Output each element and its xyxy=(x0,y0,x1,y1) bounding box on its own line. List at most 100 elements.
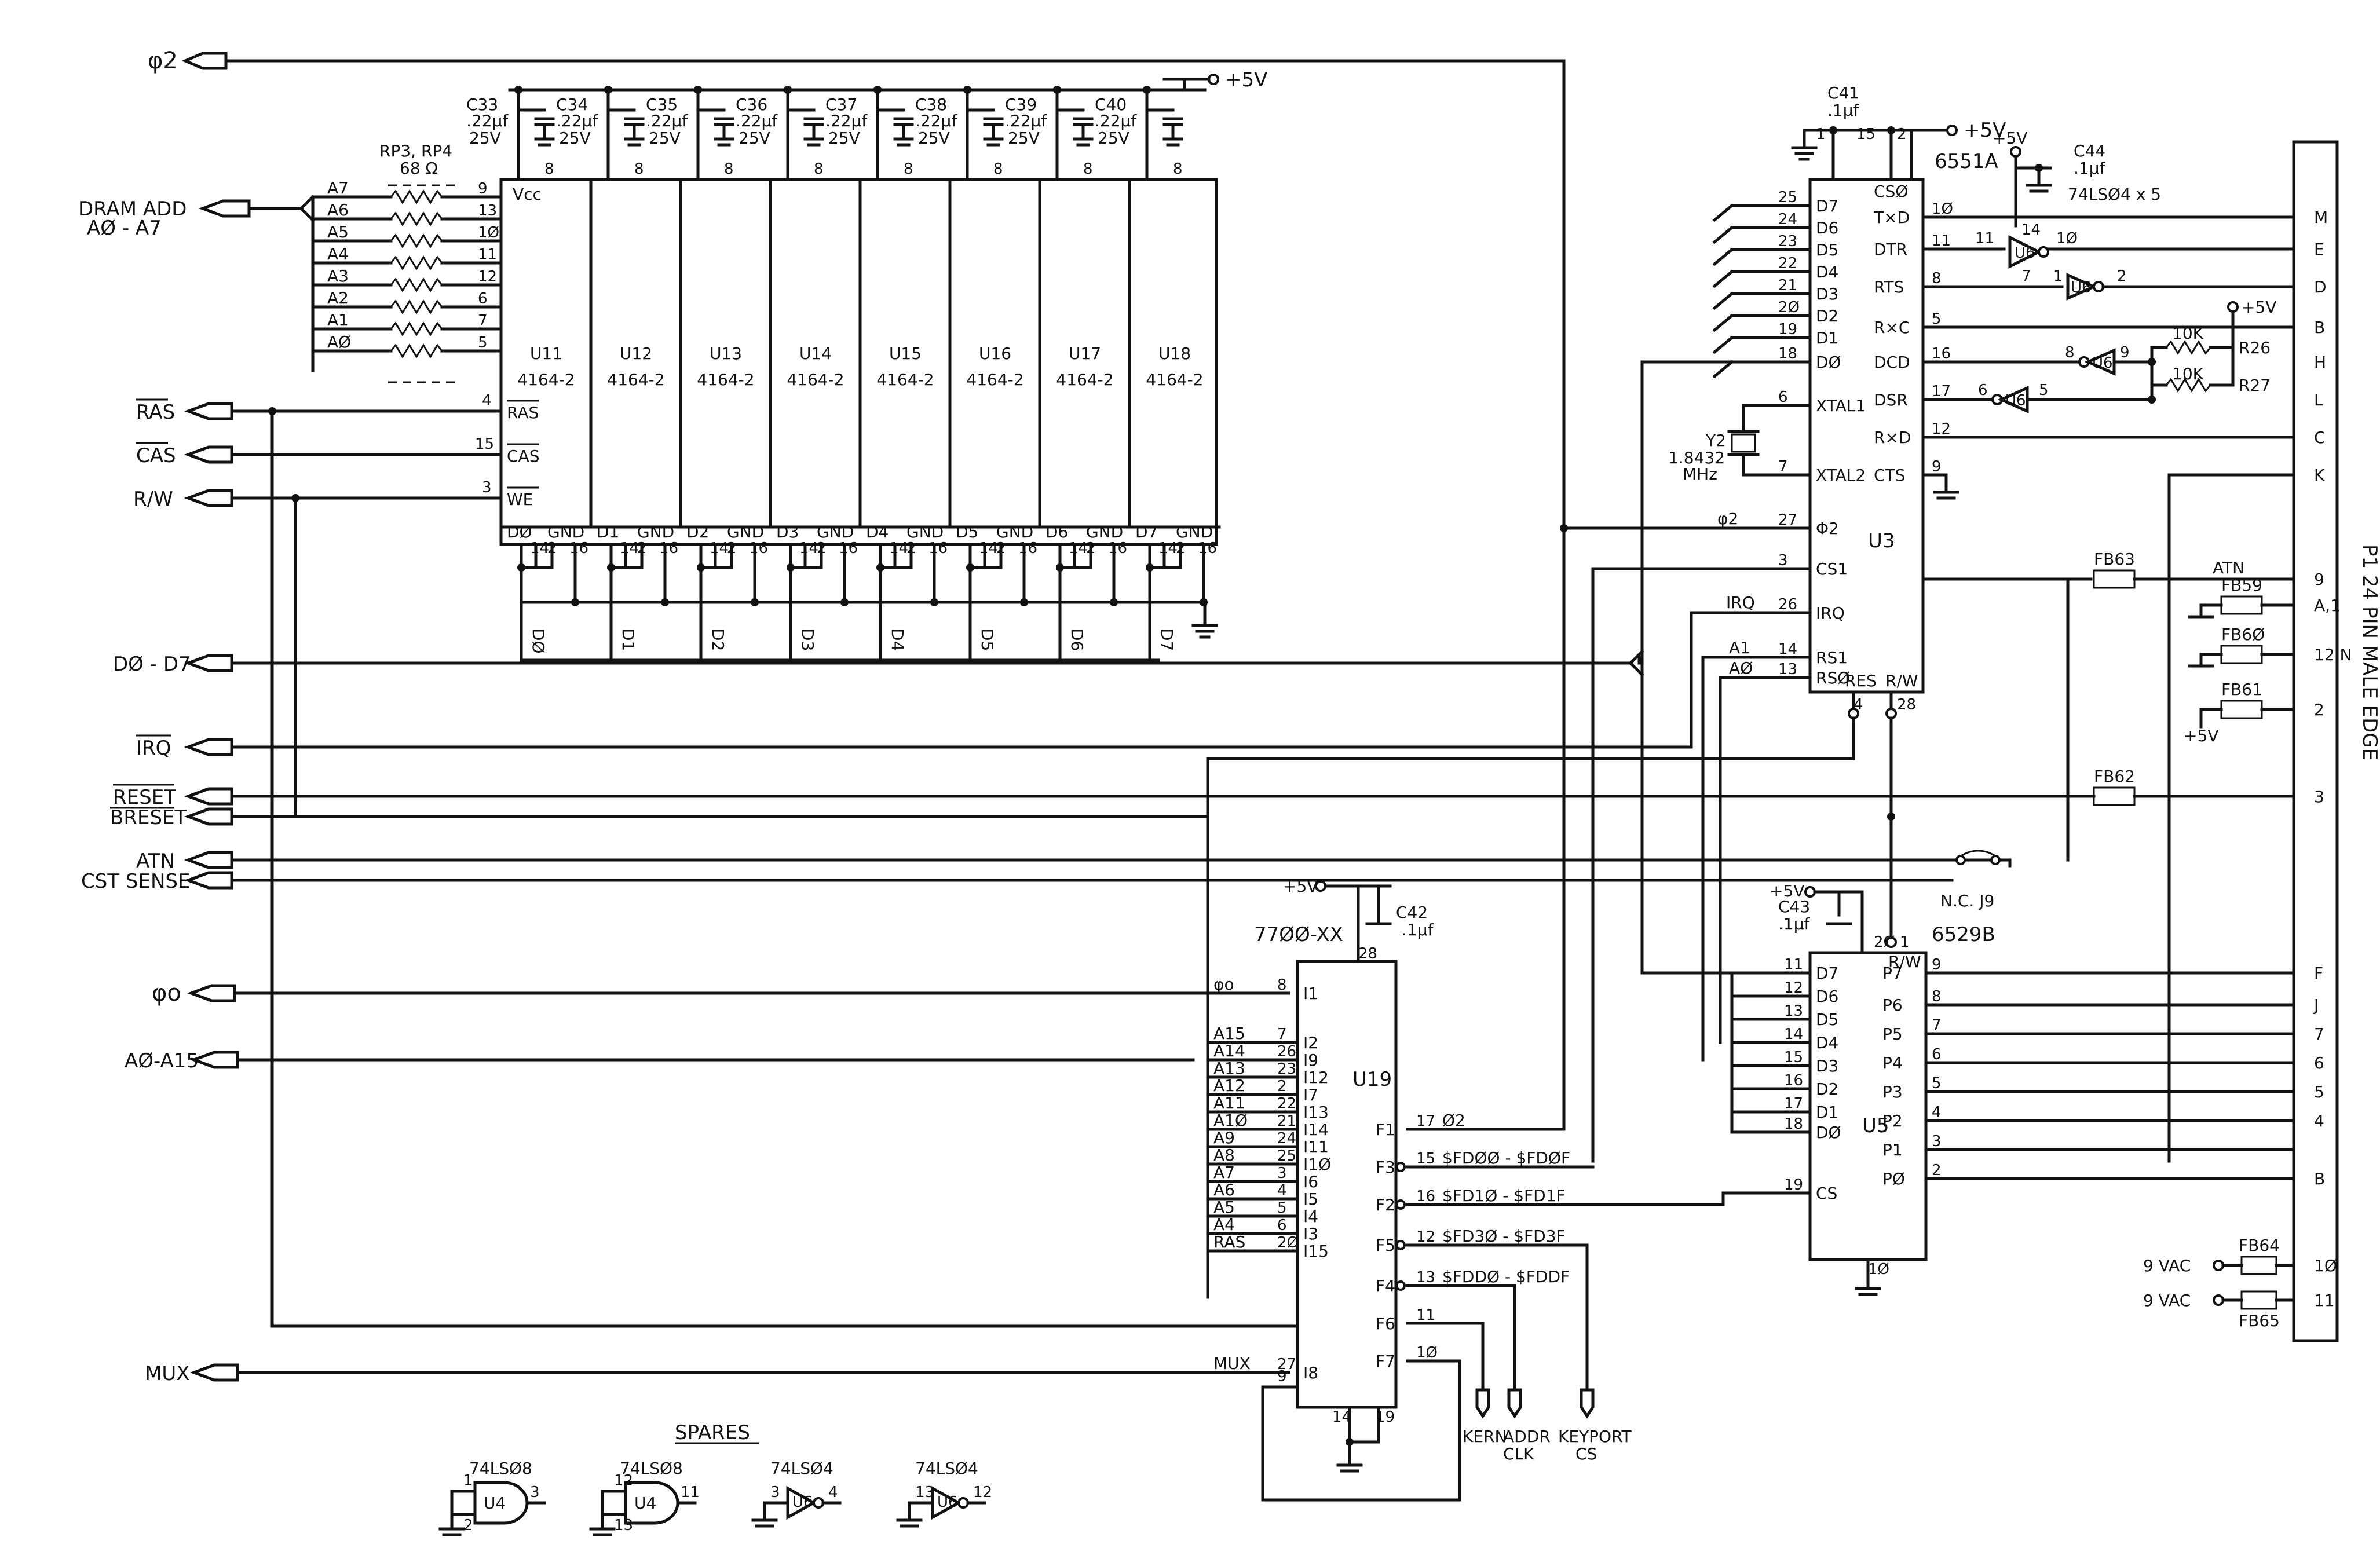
u19-input-label: A5 xyxy=(1213,1198,1235,1217)
edge-pin: L xyxy=(2314,390,2323,409)
u19-input-pin: I9 xyxy=(1303,1051,1318,1070)
svg-text:10K: 10K xyxy=(2172,324,2204,343)
cap-name: C34 xyxy=(556,95,588,114)
u5-left-num: 17 xyxy=(1784,1095,1803,1112)
c41-name: C41 xyxy=(1827,83,1859,103)
edge-pin: 4 xyxy=(2314,1111,2324,1130)
ras-label: RAS xyxy=(136,401,175,424)
edge-pin: E xyxy=(2314,240,2324,259)
edge-pin: 12,N xyxy=(2314,645,2352,664)
svg-text:4: 4 xyxy=(482,392,492,409)
ram-chip-part: 4164-2 xyxy=(1146,370,1203,389)
left-connectors: φ2 DRAM ADD AØ - A7 RAS CAS R/W DØ - D7 … xyxy=(78,47,2096,1385)
u5-right-num: 3 xyxy=(1932,1133,1942,1150)
u19-output-pin: F5 xyxy=(1376,1236,1395,1255)
u19-input-label: A9 xyxy=(1213,1128,1235,1147)
edge-pin: F xyxy=(2314,964,2323,983)
ram-chip-ref: U18 xyxy=(1158,344,1191,363)
u19-input-pin: I1 xyxy=(1303,984,1318,1003)
u3-left-pin: D2 xyxy=(1816,306,1838,325)
ram-pin14: 14 xyxy=(979,540,998,557)
edge-pin: M xyxy=(2314,208,2328,227)
ram-pin8: 8 xyxy=(814,160,824,178)
d0d7-label: DØ - D7 xyxy=(113,653,191,676)
edge-pin: J xyxy=(2313,996,2319,1015)
u19-input-pin: I14 xyxy=(1303,1120,1329,1139)
u19-input-num: 4 xyxy=(1277,1182,1287,1199)
u5-left-num: 11 xyxy=(1784,956,1803,974)
svg-text:+5V: +5V xyxy=(1993,129,2027,148)
rw-label: R/W xyxy=(133,488,173,511)
u3-left-pin: RSØ xyxy=(1816,668,1850,687)
ram-pin8: 8 xyxy=(904,160,913,178)
u3-left-pin: D6 xyxy=(1816,218,1838,237)
edge-pin: 3 xyxy=(2314,787,2324,806)
u3-right-pin: CSØ xyxy=(1874,182,1908,201)
addr-line-label: AØ xyxy=(327,332,351,352)
u3-left-pin: D7 xyxy=(1816,196,1838,215)
cap-name: C38 xyxy=(915,95,947,114)
resnet-value: 68 Ω xyxy=(400,159,438,178)
edge-title: P1 24 PIN MALE EDGE xyxy=(2358,544,2380,760)
ram-gnd-pin: GND xyxy=(1176,522,1213,541)
u3-right-num: 12 xyxy=(1932,420,1951,438)
svg-text:AØ: AØ xyxy=(1729,658,1753,678)
phi0-label: φo xyxy=(152,980,181,1007)
edge-pin: B xyxy=(2314,318,2325,337)
u19-part: 77ØØ-XX xyxy=(1254,923,1343,946)
u19-pla: 77ØØ-XX U19 28 14 19 I18φoI27A15I926A14I… xyxy=(268,59,1632,1502)
ram-data-pin: D3 xyxy=(776,522,799,541)
svg-text:11: 11 xyxy=(1975,230,1994,247)
u3-bottom-pin: RES xyxy=(1845,671,1877,690)
addr-line-label: A5 xyxy=(327,222,349,241)
u5-right-pin: P2 xyxy=(1882,1111,1903,1130)
edge-box xyxy=(2292,140,2339,1342)
cap-voltage: 25V xyxy=(469,129,501,148)
ram-data-pin: D4 xyxy=(866,522,889,541)
u19-input-pin: I15 xyxy=(1303,1242,1329,1261)
u19-input-label: A12 xyxy=(1213,1076,1245,1095)
edge-pin: 1Ø xyxy=(2314,1256,2337,1275)
svg-text:R27: R27 xyxy=(2239,376,2271,395)
u3-left-pin: D3 xyxy=(1816,284,1838,303)
ram-data-line: D2 xyxy=(708,628,727,651)
u3-left-pin: D5 xyxy=(1816,240,1838,259)
spare-ref: U6 xyxy=(937,1494,958,1511)
u5-left-num: 13 xyxy=(1784,1002,1803,1020)
svg-text:KEYPORT: KEYPORT xyxy=(1558,1427,1632,1446)
u3-left-num: 21 xyxy=(1778,277,1797,294)
u5-left-pin: DØ xyxy=(1816,1123,1841,1142)
u5-left-pin: D6 xyxy=(1816,987,1838,1006)
ram-chip-ref: U11 xyxy=(530,344,562,363)
addr-pin-number: 7 xyxy=(478,312,488,330)
addr-line-label: A1 xyxy=(327,310,349,330)
addr-pin-number: 11 xyxy=(478,246,497,264)
u19-input-label: A4 xyxy=(1213,1215,1235,1234)
u3-right-num: 5 xyxy=(1932,310,1942,328)
u19-output-pin: F4 xyxy=(1376,1276,1395,1296)
u3-right-pin: R×D xyxy=(1874,428,1911,447)
ram-chip-ref: U15 xyxy=(889,344,922,363)
u3-top-num: 15 xyxy=(1856,126,1876,143)
ram-pin14: 14 xyxy=(1158,540,1178,557)
cap-value: .22μf xyxy=(915,111,957,130)
ram-chip-ref: U17 xyxy=(1069,344,1101,363)
u3-right-pin: DSR xyxy=(1874,390,1908,409)
ram-data-pin: DØ xyxy=(507,522,532,541)
ram-pin14: 14 xyxy=(530,540,549,557)
ram-gnd-pin: GND xyxy=(637,522,674,541)
svg-text:FB65: FB65 xyxy=(2239,1311,2280,1330)
u19-output-pin: F3 xyxy=(1376,1158,1395,1177)
svg-text:A1: A1 xyxy=(1729,638,1750,657)
u3-top-num: 2 xyxy=(1897,126,1907,143)
svg-text:FB64: FB64 xyxy=(2239,1236,2280,1255)
cap-name: C33 xyxy=(466,95,498,114)
u3-right-pin: R×C xyxy=(1874,318,1910,337)
spare-part: 74LSØ4 xyxy=(770,1459,833,1478)
u19-input-pin: I3 xyxy=(1303,1224,1318,1243)
u3-left-num: 26 xyxy=(1778,596,1797,613)
ram-data-line: D5 xyxy=(978,628,997,651)
ram-pin16: 16 xyxy=(659,540,678,557)
u19-input-label: A7 xyxy=(1213,1163,1235,1182)
